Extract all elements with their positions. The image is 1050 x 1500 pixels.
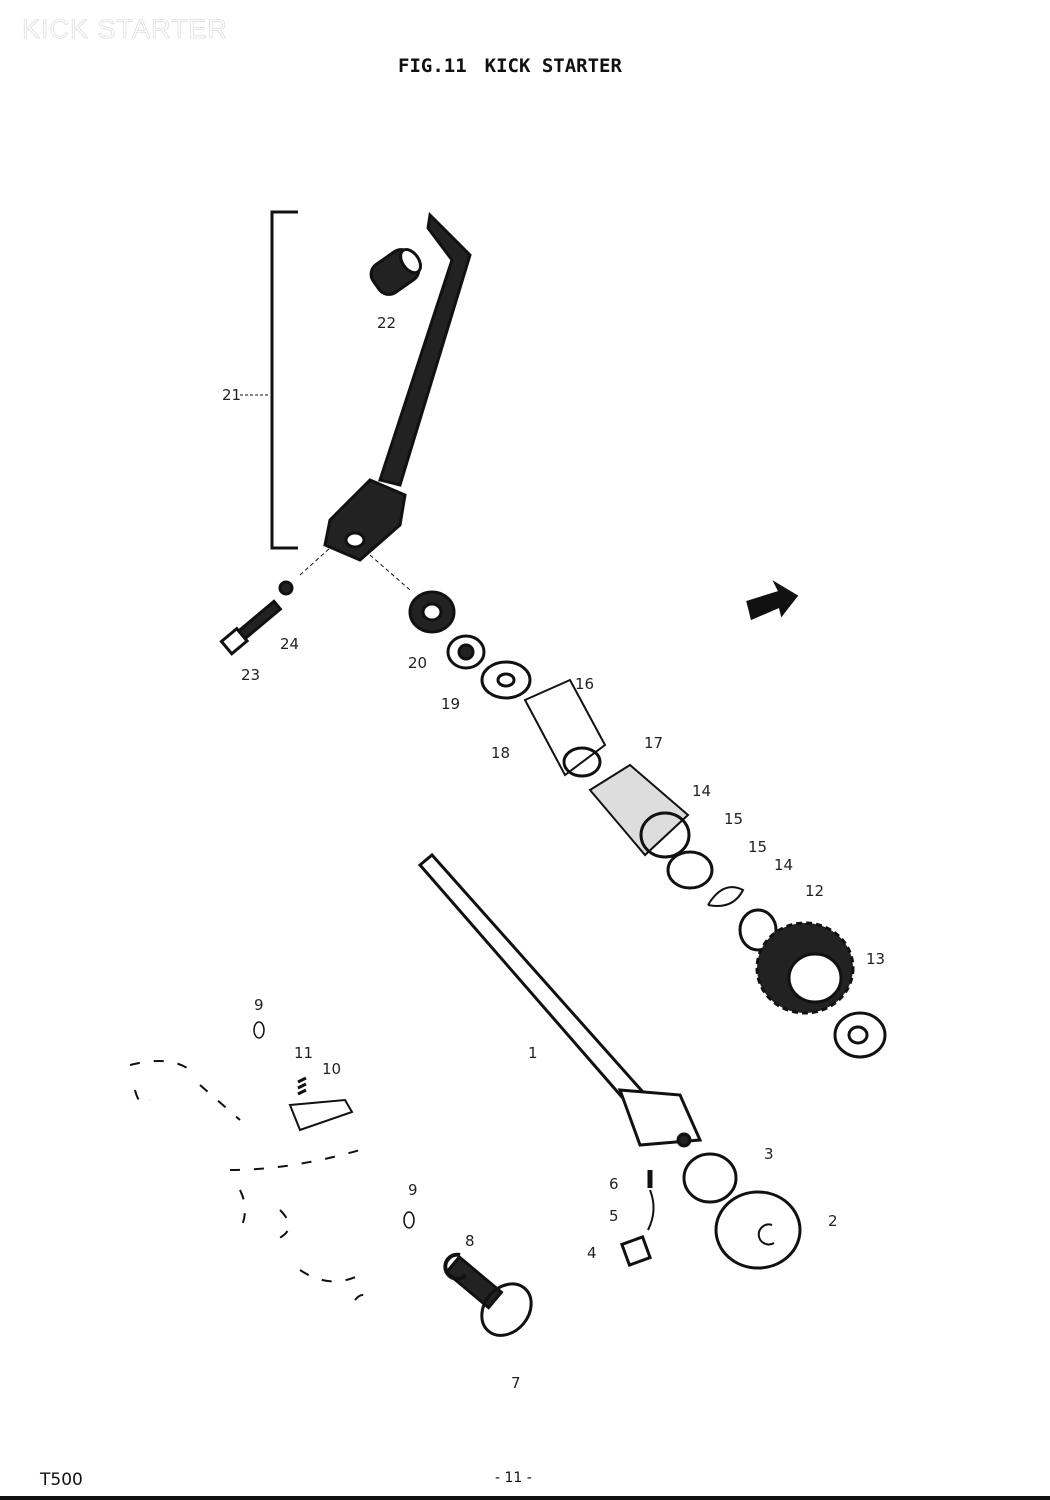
kick-gear [755,921,855,1015]
spring-5 [647,1189,655,1231]
callout-21: 21 [222,386,241,404]
return-spring [588,763,690,857]
callout-18: 18 [491,744,510,762]
callout-20: 20 [408,654,427,672]
callout-15: 15 [748,838,767,856]
figure-title: FIG.11 KICK STARTER [398,55,640,77]
watermark-text: KICK STARTER [22,14,229,45]
pawl-4 [619,1234,653,1268]
callout-7: 7 [511,1374,521,1392]
ball-9b [403,1211,415,1229]
figure-number: FIG.11 [398,55,467,77]
washer-14b [738,908,778,952]
case-outline [129,1060,371,1301]
group-bracket-21 [270,210,298,550]
kick-shaft [417,852,653,1115]
callout-14: 14 [692,782,711,800]
callout-1: 1 [528,1044,538,1062]
callout-23: 23 [241,666,260,684]
callout-15: 15 [724,810,743,828]
callout-13: 13 [866,950,885,968]
washer-24 [278,580,294,596]
washer-3 [682,1152,738,1204]
callout-11: 11 [294,1044,313,1062]
stopper-bolt [444,1254,533,1337]
washer-13 [833,1011,887,1059]
callout-2: 2 [828,1212,838,1230]
callout-17: 17 [644,734,663,752]
stopper-10 [288,1098,354,1132]
callout-4: 4 [587,1244,597,1262]
washer-18 [480,660,532,700]
callout-14: 14 [774,856,793,874]
callout-19: 19 [441,695,460,713]
callout-9: 9 [254,996,264,1014]
forward-arrow-icon [746,580,799,621]
callout-16: 16 [575,675,594,693]
bottom-border [0,1496,1050,1500]
washer-14 [666,850,714,890]
spacer-2 [714,1190,802,1270]
callout-9: 9 [408,1181,418,1199]
callout-12: 12 [805,882,824,900]
callout-24: 24 [280,635,299,653]
ball-9a [253,1021,265,1039]
rubber-grip [369,248,422,296]
callout-labels: 21 22 23 24 20 19 18 16 17 14 15 15 14 1… [222,314,885,1392]
callout-6: 6 [609,1175,619,1193]
collar-19 [446,634,486,670]
spring-guide [523,678,607,777]
bolt [219,599,283,656]
circlip-8 [443,1252,468,1281]
callout-8: 8 [465,1232,475,1250]
callout-10: 10 [322,1060,341,1078]
kick-lever [378,211,472,487]
callout-3: 3 [764,1145,774,1163]
callout-22: 22 [377,314,396,332]
figure-name: KICK STARTER [484,55,622,77]
circlip-15 [707,886,745,907]
model-code: T500 [40,1470,83,1490]
page-number: - 11 - [495,1470,532,1486]
callout-5: 5 [609,1207,619,1225]
lever-boss [323,478,407,562]
spring-11 [297,1076,307,1096]
